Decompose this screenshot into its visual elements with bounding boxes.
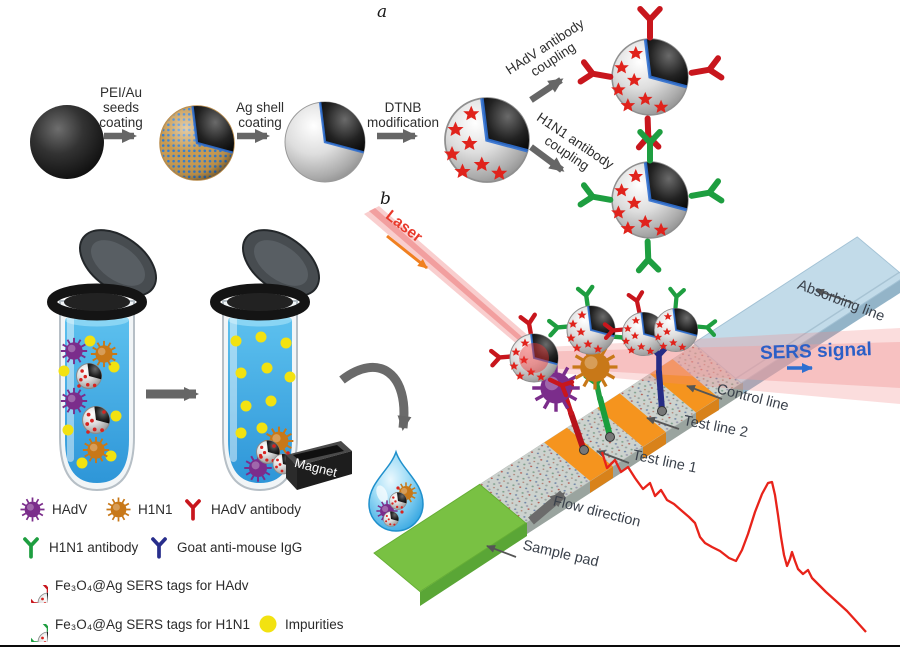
sample-pad [373, 483, 527, 593]
tube-lid [242, 229, 320, 297]
legend-item-h1n1-antibody: H1N1 antibody [20, 535, 138, 559]
panel-a-label: a [377, 2, 388, 22]
laser-arrow [386, 234, 428, 270]
sers-signal-label: SERS signal [759, 339, 873, 364]
sers-tag-on-test2 [566, 306, 615, 354]
legend-item-sers-tag-h1n1: Fe₃O₄@Ag SERS tags for H1N1 [14, 606, 250, 642]
legend-label: Fe₃O₄@Ag SERS tags for H1N1 [55, 616, 251, 632]
magnet [286, 441, 352, 490]
legend-label: H1N1 [138, 502, 173, 517]
control-line-arrow [686, 385, 723, 400]
flow-direction-arrow [528, 490, 566, 525]
legend-label: HAdV antibody [211, 501, 302, 517]
test-line-2-arrow [646, 416, 680, 430]
impurity-icon [259, 615, 277, 633]
legend-item-sers-tag-hadv: Fe₃O₄@Ag SERS tags for HAdv [14, 567, 249, 603]
sample-tube-after [210, 229, 320, 492]
separation-curved-arrow [339, 363, 412, 431]
h1n1-antibody-icon [23, 537, 39, 559]
fe3o4-core-sphere [30, 105, 104, 179]
absorbing-pad [692, 236, 900, 384]
test-line-2 [597, 393, 666, 447]
sample-pad-arrow [486, 545, 517, 558]
test-line-2-complex [549, 287, 631, 442]
sers-tag-h1n1-on-control [654, 308, 698, 351]
legend-label: Goat anti-mouse IgG [177, 539, 303, 555]
h1n1-virus-icon [106, 497, 131, 522]
step-label-dtnb: DTNB modification [366, 100, 440, 131]
bottom-rule [0, 645, 900, 647]
label-arrows [486, 288, 854, 558]
legend-item-hadv-antibody: HAdV antibody [182, 497, 301, 521]
legend-item-impurities: Impurities [258, 614, 344, 634]
tube2-contents [230, 331, 296, 483]
laser-beam [364, 206, 900, 404]
lateral-flow-strip [373, 236, 900, 593]
test-line-1-complex [491, 315, 589, 455]
dtnb-sers-tag-sphere [444, 98, 529, 182]
legend-label: Fe₃O₄@Ag SERS tags for HAdv [55, 577, 249, 593]
step-label-pei-au: PEI/Au seeds coating [99, 85, 143, 131]
tube1-contents [58, 335, 122, 469]
sample-droplet [368, 449, 424, 532]
legend-item-h1n1: H1N1 [106, 497, 173, 522]
hadv-antibody-icon [185, 499, 201, 521]
hadv-virus-icon [20, 497, 45, 522]
control-line-complex [605, 289, 715, 416]
tube-lid [79, 229, 157, 297]
panel-b-label: b [380, 189, 391, 209]
sample-tube-before [47, 229, 157, 492]
legend-label: HAdV [52, 502, 88, 517]
coupling-arrow-hadv [529, 77, 564, 103]
control-line [649, 359, 719, 413]
sers-tag-h1n1-icon [14, 606, 48, 642]
legend-item-hadv: HAdV [20, 497, 87, 522]
absorbing-line-arrow [815, 288, 854, 304]
sers-tag-hadv-sphere [581, 9, 722, 147]
laser-spot [519, 343, 549, 373]
coupling-arrow-h1n1 [529, 144, 565, 173]
goat-anti-mouse-igg-icon [151, 537, 167, 559]
test-line-1 [544, 427, 613, 482]
pei-au-seed-sphere [159, 105, 235, 181]
legend-label: Impurities [285, 616, 344, 632]
synthesis-row [30, 9, 721, 270]
step-label-ag-shell: Ag shell coating [235, 100, 285, 131]
legend-item-goat-igg: Goat anti-mouse IgG [148, 535, 302, 559]
legend-label: H1N1 antibody [49, 539, 139, 555]
raman-spectrum [600, 451, 867, 633]
strip-side-faces [420, 280, 900, 606]
sers-tag-hadv-icon [14, 567, 48, 603]
ag-shell-sphere [284, 101, 366, 183]
